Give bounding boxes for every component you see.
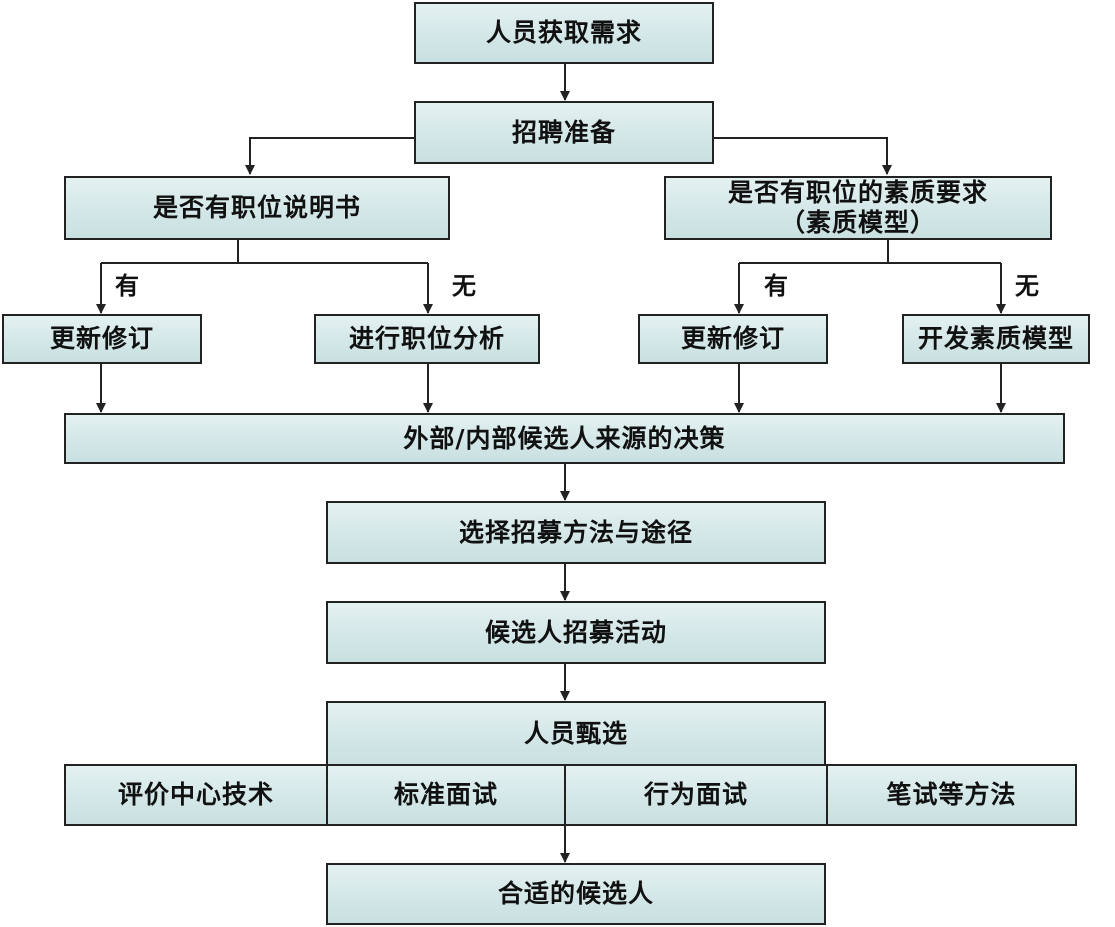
method-written-test: 笔试等方法 <box>826 764 1077 826</box>
method-behavior-interview: 行为面试 <box>564 764 828 826</box>
step-choose-method: 选择招募方法与途径 <box>326 501 826 564</box>
step-demand: 人员获取需求 <box>414 2 714 64</box>
question-competency-line2: （素质模型） <box>779 208 936 237</box>
branch-label-no-left: 无 <box>452 272 476 300</box>
question-competency-line1: 是否有职位的素质要求 <box>727 178 988 207</box>
step-prepare: 招聘准备 <box>414 101 714 164</box>
question-job-description: 是否有职位说明书 <box>64 176 450 240</box>
branch-label-yes-right: 有 <box>764 272 788 300</box>
question-competency-model: 是否有职位的素质要求 （素质模型） <box>664 176 1052 240</box>
step-develop-model: 开发素质模型 <box>902 314 1090 364</box>
step-update-left: 更新修订 <box>2 314 202 364</box>
method-assessment-center: 评价中心技术 <box>64 764 328 826</box>
arrow-prepare-to-jd-question <box>245 137 414 175</box>
step-result: 合适的候选人 <box>326 863 826 925</box>
branch-label-no-right: 无 <box>1015 272 1039 300</box>
step-job-analysis: 进行职位分析 <box>314 314 540 364</box>
branch-label-yes-left: 有 <box>115 272 139 300</box>
step-screening: 人员甄选 <box>326 701 826 765</box>
step-recruit-activity: 候选人招募活动 <box>326 601 826 664</box>
method-standard-interview: 标准面试 <box>326 764 566 826</box>
step-source-decision: 外部/内部候选人来源的决策 <box>64 413 1065 464</box>
arrow-prepare-to-competency-question <box>714 137 892 175</box>
step-update-right: 更新修订 <box>638 314 828 364</box>
